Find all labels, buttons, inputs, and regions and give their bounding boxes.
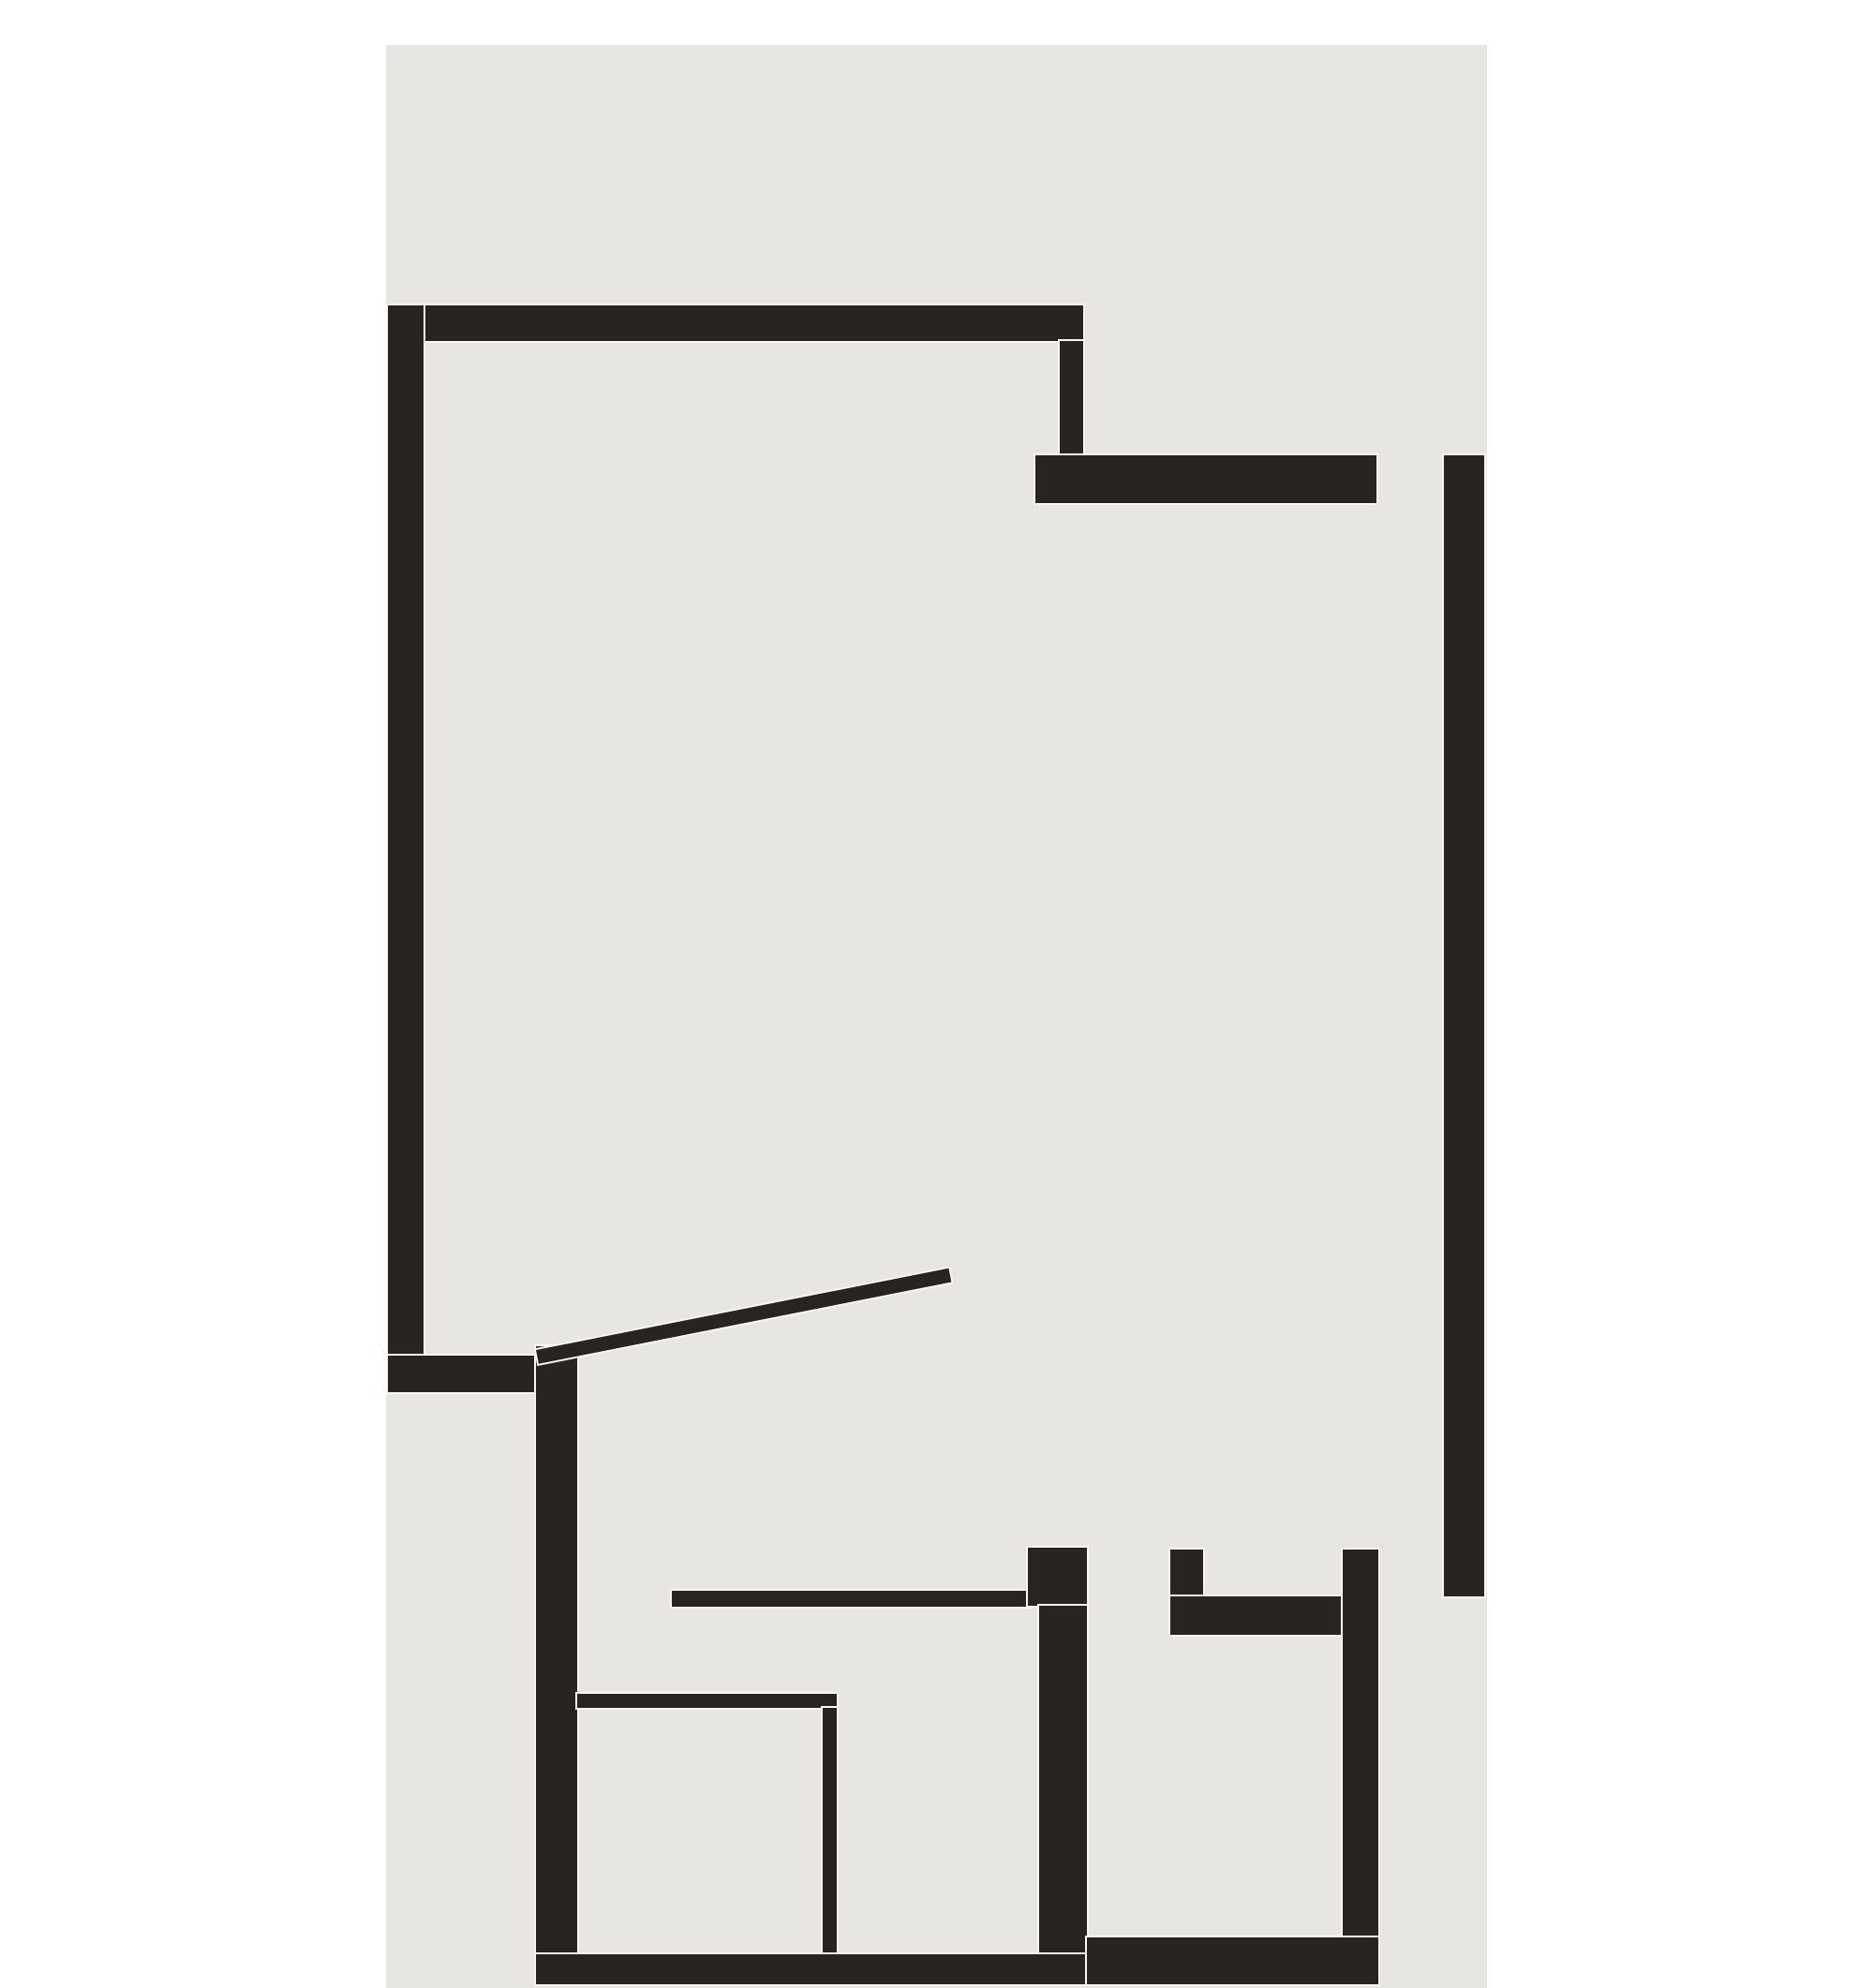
center-wall-head — [1028, 1548, 1087, 1606]
step-wall — [1060, 341, 1083, 455]
center-wall-body — [1039, 1606, 1087, 1984]
left-bottom-stub-wall — [388, 1356, 536, 1392]
thin-partition-wall — [672, 1591, 1031, 1607]
small-room-top-wall — [577, 1694, 837, 1708]
center-left-wall — [536, 1346, 577, 1984]
right-wall — [1444, 455, 1484, 1596]
top-wall — [388, 305, 1083, 341]
upper-bar-wall — [1035, 455, 1376, 503]
small-room-right-wall — [823, 1708, 837, 1955]
left-wall — [388, 305, 424, 1392]
doorframe-bar — [1170, 1596, 1343, 1635]
doorframe-right-wall — [1343, 1550, 1378, 1984]
bottom-bar-left — [536, 1954, 1087, 1984]
bottom-bar-right — [1087, 1937, 1378, 1984]
